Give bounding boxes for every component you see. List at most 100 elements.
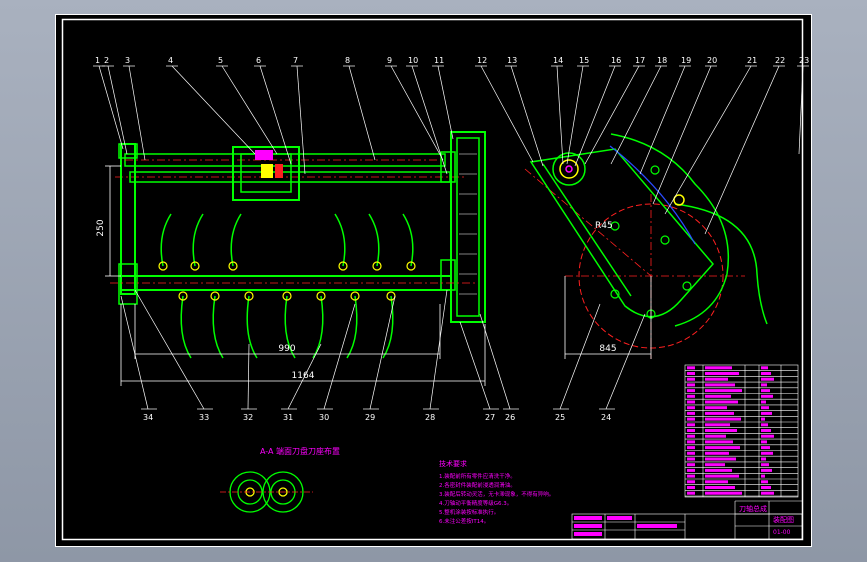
parts-entry-mark	[761, 451, 773, 455]
parts-entry-mark	[705, 406, 727, 410]
parts-entry-mark	[761, 457, 766, 461]
title-block	[571, 500, 803, 540]
parts-entry-mark	[687, 451, 695, 455]
section-a-a	[220, 471, 313, 513]
parts-entry-mark	[761, 417, 765, 421]
parts-entry-mark	[761, 389, 770, 393]
parts-entry-mark	[761, 394, 773, 398]
parts-entry-mark	[761, 463, 769, 467]
part-number-label: 23	[799, 56, 809, 65]
part-number-label: 10	[408, 56, 418, 65]
parts-entry-mark	[705, 463, 725, 467]
parts-entry-mark	[705, 457, 736, 461]
tech-req-line: 2.各密封件装配前浸透润滑油。	[439, 481, 516, 489]
tech-req-line: 1.装配前所有零件应清洗干净。	[439, 472, 516, 480]
leaders-top	[93, 65, 809, 235]
parts-entry-mark	[705, 389, 742, 393]
part-number-label: 18	[657, 56, 667, 65]
parts-entry-mark	[687, 377, 695, 381]
parts-entry-mark	[761, 383, 767, 387]
part-number-label: 30	[319, 413, 329, 422]
parts-entry-mark	[687, 457, 695, 461]
tech-req-line: 3.装配后转动灵活，无卡滞现象，不得有异响。	[439, 490, 554, 498]
swing-arm	[529, 148, 714, 318]
part-number-label: 27	[485, 413, 495, 422]
parts-entry-mark	[705, 372, 739, 375]
part-number-label: 19	[681, 56, 691, 65]
part-number-label: 6	[256, 56, 261, 65]
parts-entry-mark	[687, 394, 695, 398]
parts-entry-mark	[687, 474, 695, 478]
parts-entry-mark	[761, 429, 771, 432]
dimension-lines	[105, 165, 486, 386]
parts-entry-mark	[761, 440, 767, 444]
parts-entry-mark	[761, 480, 768, 484]
dim-height-left: 250	[96, 219, 106, 236]
section-title: A-A 端面刀盘刀座布置	[260, 446, 340, 456]
parts-entry-mark	[705, 491, 742, 495]
parts-entry-mark	[761, 434, 774, 438]
part-number-label: 33	[199, 413, 209, 422]
part-number-label: 8	[345, 56, 350, 65]
parts-entry-mark	[761, 446, 770, 450]
part-number-label: 5	[218, 56, 223, 65]
part-number-label: 22	[775, 56, 785, 65]
parts-entry-mark	[687, 366, 695, 370]
parts-entry-mark	[705, 383, 735, 387]
tech-req-line: 6.未注公差按IT14。	[439, 517, 489, 525]
technical-requirements: 技术要求 1.装配前所有零件应清洗干净。 2.各密封件装配前浸透润滑油。 3.装…	[439, 459, 554, 525]
parts-entry-mark	[761, 377, 774, 381]
parts-entry-mark	[687, 406, 695, 410]
right-housing	[450, 131, 486, 323]
parts-entry-mark	[761, 400, 766, 404]
parts-entry-mark	[761, 491, 774, 495]
parts-entry-mark	[705, 423, 730, 427]
part-number-label: 20	[707, 56, 717, 65]
parts-entry-mark	[705, 474, 739, 478]
parts-entry-mark	[687, 383, 695, 387]
bolt-clusters	[158, 261, 416, 301]
parts-entry-mark	[687, 440, 695, 444]
parts-entry-mark	[705, 480, 728, 484]
top-pulley	[552, 152, 586, 186]
part-number-label: 34	[143, 413, 153, 422]
guard-curve	[674, 203, 768, 325]
parts-entry-mark	[687, 446, 695, 450]
parts-entry-mark	[761, 366, 768, 370]
parts-entry-mark	[761, 406, 769, 410]
cover-shell	[610, 133, 730, 327]
part-number-label: 29	[365, 413, 375, 422]
parts-entry-mark	[705, 411, 734, 415]
bearing-housing	[232, 146, 300, 201]
parts-entry-mark	[761, 474, 765, 478]
main-view	[110, 131, 486, 359]
parts-entry-mark	[687, 423, 695, 427]
part-number-label: 7	[293, 56, 298, 65]
upper-blades	[160, 213, 414, 267]
part-number-label: 32	[243, 413, 253, 422]
parts-entry-mark	[687, 434, 695, 438]
parts-entry-mark	[687, 400, 695, 404]
parts-entry-mark	[705, 440, 733, 444]
parts-entry-mark	[687, 463, 695, 467]
part-number-label: 4	[168, 56, 173, 65]
parts-entry-mark	[705, 417, 741, 421]
part-number-label: 16	[611, 56, 621, 65]
parts-entry-mark	[687, 417, 695, 421]
parts-entry-mark	[761, 468, 772, 472]
part-number-label: 26	[505, 413, 515, 422]
dim-overall-length: 1164	[292, 371, 315, 381]
title-drawing-name: 刀轴总成	[739, 504, 767, 513]
parts-entry-mark	[687, 372, 695, 375]
part-number-label: 1	[95, 56, 100, 65]
tech-req-line: 4.刀轴动平衡精度等级G6.3。	[439, 499, 512, 507]
part-number-label: 15	[579, 56, 589, 65]
parts-entry-mark	[687, 491, 695, 495]
parts-entry-mark	[687, 389, 695, 393]
parts-entry-mark	[705, 394, 731, 398]
parts-list-entries	[687, 366, 774, 495]
parts-list	[684, 364, 799, 498]
title-sheet-no: 01-00	[773, 529, 791, 536]
